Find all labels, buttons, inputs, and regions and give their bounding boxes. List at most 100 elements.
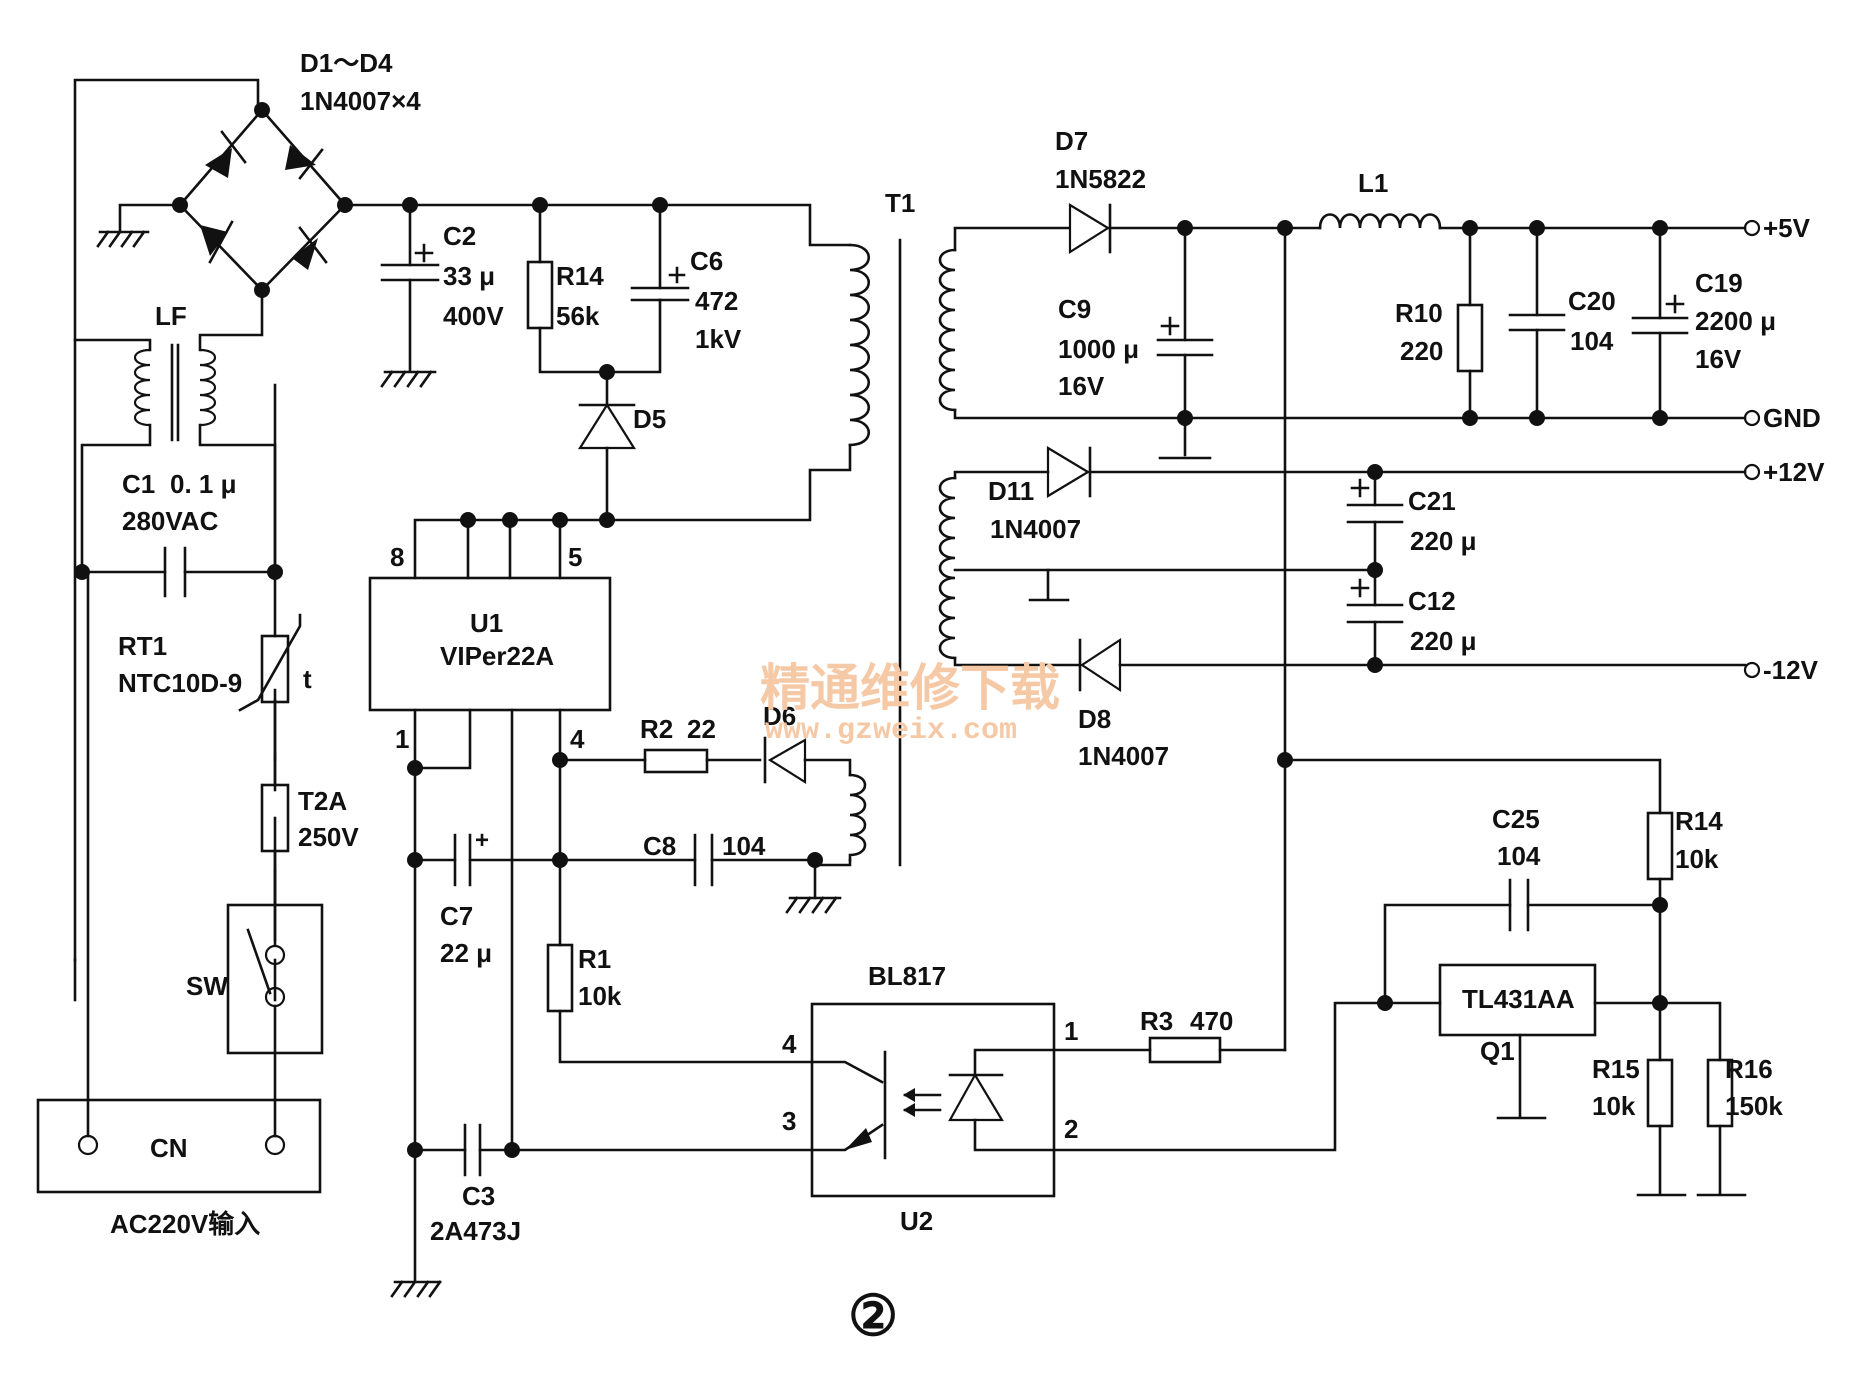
opto-pin4: 4	[782, 1029, 797, 1059]
c7-plus: +	[475, 827, 489, 854]
cn-terminal-left	[77, 1134, 99, 1156]
out-12v-label: +12V	[1763, 457, 1825, 487]
c9-ref: C9	[1058, 294, 1091, 324]
figure-number: ②	[848, 1284, 898, 1347]
watermark-url: www.gzweix.com	[765, 714, 1017, 748]
r15-value: 10k	[1592, 1091, 1636, 1121]
optocoupler-box	[810, 1002, 1056, 1198]
r16-ref: R16	[1725, 1054, 1773, 1084]
c20-ref: C20	[1568, 286, 1616, 316]
r3-value: 470	[1190, 1006, 1233, 1036]
watermark-text: 精通维修下载	[760, 658, 1060, 717]
c2-rating: 400V	[443, 301, 504, 331]
u1-viper22a	[368, 576, 612, 712]
c3-ref: C3	[462, 1181, 495, 1211]
out-gnd-label: GND	[1763, 403, 1821, 433]
c7-ref: C7	[440, 901, 473, 931]
opto-ref: U2	[900, 1206, 933, 1236]
opto-pin3: 3	[782, 1106, 796, 1136]
rt1-ref: RT1	[118, 631, 167, 661]
c7-value: 22 μ	[440, 938, 492, 968]
u1-ref: U1	[470, 608, 503, 638]
l1-label: L1	[1358, 168, 1388, 198]
terminal-gnd	[1743, 409, 1761, 427]
ac-input-label: AC220V输入	[110, 1209, 260, 1239]
d8-ref: D8	[1078, 704, 1111, 734]
tl431-regulator	[1438, 963, 1597, 1037]
r2-resistor	[643, 748, 709, 774]
c8-value: 104	[722, 831, 766, 861]
terminal-12v	[1743, 463, 1761, 481]
primary-section: C2 33 μ 400V R14 56k C6 472 1kV D5 T1	[343, 188, 915, 1298]
c12-ref: C12	[1408, 586, 1456, 616]
u1-pin8: 8	[390, 542, 404, 572]
cn-terminal-right	[264, 1134, 286, 1156]
c25-ref: C25	[1492, 804, 1540, 834]
r10-ref: R10	[1395, 298, 1443, 328]
r10-resistor	[1456, 303, 1484, 373]
d11-ref: D11	[988, 476, 1034, 506]
r15-resistor	[1646, 1058, 1674, 1128]
r14a-value: 56k	[556, 301, 600, 331]
c1-ref: C1	[122, 469, 155, 499]
d7-ref: D7	[1055, 126, 1088, 156]
connector-cn	[36, 1098, 322, 1194]
c1-rating: 280VAC	[122, 506, 219, 536]
tl431-ref: Q1	[1480, 1036, 1515, 1066]
t1-label: T1	[885, 188, 915, 218]
u1-pin1: 1	[395, 724, 409, 754]
c6-rating: 1kV	[695, 324, 742, 354]
u1-pin5: 5	[568, 542, 582, 572]
r1-value: 10k	[578, 981, 622, 1011]
r3-resistor	[1148, 1036, 1222, 1064]
out-m12v-label: -12V	[1763, 655, 1819, 685]
terminal-5v	[1743, 219, 1761, 237]
tl431-part: TL431AA	[1462, 984, 1575, 1014]
c12-value: 220 μ	[1410, 626, 1477, 656]
rt1-value: NTC10D-9	[118, 668, 242, 698]
switch-label: SW	[186, 971, 228, 1001]
r1-ref: R1	[578, 944, 611, 974]
c21-value: 220 μ	[1410, 526, 1477, 556]
c25-value: 104	[1497, 841, 1541, 871]
lf-label: LF	[155, 301, 187, 331]
r14-primary	[526, 260, 554, 330]
input-section: CN AC220V输入 SW T2A 250V t RT1 NTC10D-9 C…	[36, 78, 359, 1239]
fuse-value: 250V	[298, 822, 359, 852]
c3-value: 2A473J	[430, 1216, 521, 1246]
u1-pin4: 4	[570, 724, 585, 754]
opto-pin1: 1	[1064, 1016, 1078, 1046]
r16-value: 150k	[1725, 1091, 1783, 1121]
c19-rating: 16V	[1695, 344, 1742, 374]
out-5v-label: +5V	[1763, 213, 1811, 243]
r1-resistor	[546, 943, 574, 1013]
r14a-ref: R14	[556, 261, 604, 291]
opto-pin2: 2	[1064, 1114, 1078, 1144]
r14b-ref: R14	[1675, 806, 1723, 836]
c20-value: 104	[1570, 326, 1614, 356]
c2-ref: C2	[443, 221, 476, 251]
r14-secondary	[1646, 811, 1674, 881]
rt1-t-symbol: t	[303, 664, 312, 694]
r2-value: 22	[687, 714, 716, 744]
c2-value: 33 μ	[443, 261, 495, 291]
optocoupler-u2: BL817 U2 4 3 1 2	[782, 961, 1078, 1236]
c19-ref: C19	[1695, 268, 1743, 298]
opto-part: BL817	[868, 961, 946, 991]
bridge-ref: D1～D4	[300, 48, 393, 78]
bridge-value: 1N4007×4	[300, 86, 421, 116]
d8-value: 1N4007	[1078, 741, 1169, 771]
c8-ref: C8	[643, 831, 676, 861]
r2-ref: R2	[640, 714, 673, 744]
secondary-section: D7 1N5822 L1 C9 1000 μ 16V R10 220 C20 1…	[938, 126, 1825, 1197]
c6-ref: C6	[690, 246, 723, 276]
r15-ref: R15	[1592, 1054, 1640, 1084]
c6-value: 472	[695, 286, 738, 316]
r14b-value: 10k	[1675, 844, 1719, 874]
cn-label: CN	[150, 1133, 188, 1163]
d6-label: D6	[763, 701, 796, 731]
d7-value: 1N5822	[1055, 164, 1146, 194]
r10-value: 220	[1400, 336, 1443, 366]
u1-part: VIPer22A	[440, 641, 554, 671]
